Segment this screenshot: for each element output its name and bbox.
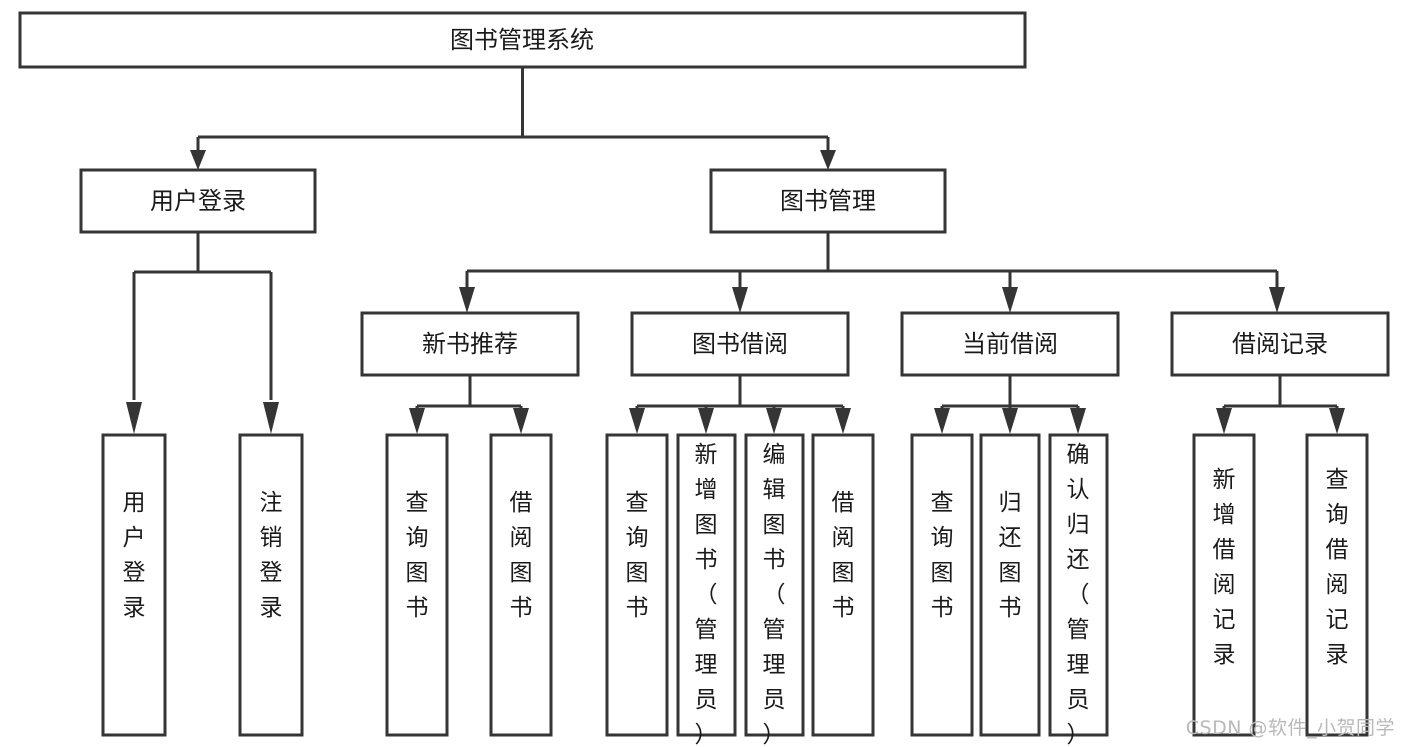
arrowhead-leaf-return-book	[1002, 408, 1018, 434]
arrowhead-leaf-edit-book	[766, 408, 782, 434]
node-leaf-query-book-2-label: 查询图书	[626, 490, 649, 621]
arrowhead-leaf-user-logout	[263, 402, 279, 434]
arrowhead-leaf-query-book-3	[934, 408, 950, 434]
node-book-manage[interactable]: 图书管理	[709, 168, 947, 234]
node-leaf-borrow-book-1-box[interactable]	[489, 433, 553, 737]
node-leaf-add-book[interactable]: 新增图书（管理员）	[676, 433, 737, 747]
node-leaf-borrow-book-2-box[interactable]	[811, 433, 875, 737]
node-new-book-rec-box[interactable]	[360, 311, 580, 377]
node-leaf-query-book-2[interactable]: 查询图书	[605, 433, 669, 737]
node-current-borrow-label: 当前借阅	[962, 330, 1058, 358]
arrowhead-book-borrow	[732, 287, 748, 313]
node-leaf-return-book[interactable]: 归还图书	[979, 433, 1041, 737]
node-leaf-confirm-return-box[interactable]	[1048, 433, 1109, 737]
arrowhead-leaf-query-book-1	[409, 408, 425, 434]
node-leaf-edit-book[interactable]: 编辑图书（管理员）	[744, 433, 805, 747]
node-leaf-borrow-book-2[interactable]: 借阅图书	[811, 433, 875, 737]
node-user-login-box[interactable]	[79, 168, 317, 234]
node-leaf-query-book-2-box[interactable]	[605, 433, 669, 737]
arrowhead-leaf-borrow-book-1	[513, 408, 529, 434]
node-borrow-record-box[interactable]	[1170, 311, 1390, 377]
node-leaf-user-logout-label: 注销登录	[260, 490, 283, 621]
node-user-login-label: 用户登录	[150, 187, 246, 215]
node-leaf-add-record[interactable]: 新增借阅记录	[1192, 433, 1256, 737]
node-leaf-add-record-label: 新增借阅记录	[1213, 467, 1236, 668]
arrowhead-book-manage	[820, 150, 836, 170]
node-leaf-return-book-box[interactable]	[979, 433, 1041, 737]
node-leaf-user-login[interactable]: 用户登录	[101, 433, 167, 737]
node-leaf-query-book-1-label: 查询图书	[406, 490, 429, 621]
node-leaf-query-book-1[interactable]: 查询图书	[385, 433, 449, 737]
node-leaf-borrow-book-2-label: 借阅图书	[832, 490, 855, 621]
node-leaf-query-book-3-box[interactable]	[910, 433, 974, 737]
node-leaf-return-book-label: 归还图书	[999, 490, 1022, 621]
arrowhead-new-book-rec	[459, 287, 475, 313]
arrowhead-leaf-query-record	[1329, 408, 1345, 434]
node-root-label: 图书管理系统	[450, 26, 594, 54]
node-user-login[interactable]: 用户登录	[79, 168, 317, 234]
node-leaf-borrow-book-1-label: 借阅图书	[510, 490, 533, 621]
node-book-manage-box[interactable]	[709, 168, 947, 234]
node-current-borrow-box[interactable]	[900, 311, 1120, 377]
node-leaf-query-book-3-label: 查询图书	[931, 490, 954, 621]
arrowhead-user-login	[190, 150, 206, 170]
arrowhead-leaf-add-book	[698, 408, 714, 434]
node-current-borrow[interactable]: 当前借阅	[900, 311, 1120, 377]
node-book-borrow-label: 图书借阅	[692, 330, 788, 358]
arrowhead-leaf-add-record	[1216, 408, 1232, 434]
node-new-book-rec-label: 新书推荐	[422, 330, 518, 358]
node-book-borrow-box[interactable]	[630, 311, 850, 377]
node-root[interactable]: 图书管理系统	[18, 11, 1027, 69]
node-leaf-add-book-label: 新增图书（管理员）	[695, 442, 718, 747]
arrowhead-leaf-query-book-2	[629, 408, 645, 434]
node-leaf-query-book-1-box[interactable]	[385, 433, 449, 737]
node-leaf-user-logout[interactable]: 注销登录	[238, 433, 304, 737]
connector-layer	[126, 67, 1345, 434]
node-new-book-rec[interactable]: 新书推荐	[360, 311, 580, 377]
node-leaf-user-login-box[interactable]	[101, 433, 167, 737]
node-leaf-confirm-return[interactable]: 确认归还（管理员）	[1048, 433, 1109, 747]
arrowhead-leaf-borrow-book-2	[835, 408, 851, 434]
node-leaf-user-login-label: 用户登录	[123, 490, 146, 621]
arrowhead-leaf-confirm-return	[1070, 408, 1086, 434]
node-leaf-borrow-book-1[interactable]: 借阅图书	[489, 433, 553, 737]
node-leaf-user-logout-box[interactable]	[238, 433, 304, 737]
node-borrow-record-label: 借阅记录	[1232, 330, 1328, 358]
node-root-box[interactable]	[18, 11, 1027, 69]
node-leaf-add-book-box[interactable]	[676, 433, 737, 737]
node-leaf-query-record-box[interactable]	[1305, 433, 1369, 737]
node-leaf-edit-book-label: 编辑图书（管理员）	[763, 442, 786, 747]
node-book-borrow[interactable]: 图书借阅	[630, 311, 850, 377]
node-leaf-query-record-label: 查询借阅记录	[1326, 467, 1349, 668]
leaf-nodes-layer: 用户登录 注销登录 查询图书 借阅图书 查询图书 新增图书（管理员）	[101, 433, 1369, 747]
node-leaf-query-record[interactable]: 查询借阅记录	[1305, 433, 1369, 737]
node-leaf-confirm-return-label: 确认归还（管理员）	[1067, 442, 1090, 747]
node-leaf-add-record-box[interactable]	[1192, 433, 1256, 737]
node-book-manage-label: 图书管理	[780, 187, 876, 215]
node-leaf-edit-book-box[interactable]	[744, 433, 805, 737]
node-leaf-query-book-3[interactable]: 查询图书	[910, 433, 974, 737]
arrowhead-borrow-record	[1269, 287, 1285, 313]
arrowhead-leaf-user-login	[126, 402, 142, 434]
arrowhead-current-borrow	[1002, 287, 1018, 313]
node-borrow-record[interactable]: 借阅记录	[1170, 311, 1390, 377]
